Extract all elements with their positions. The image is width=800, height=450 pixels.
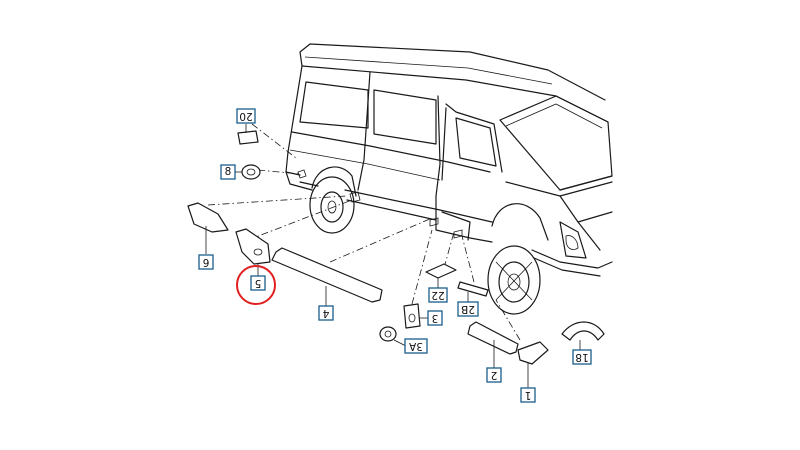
callout-8-label: 8 <box>225 166 232 178</box>
callouts: 20 8 6 5 4 22 2B 3 <box>198 108 592 403</box>
part-4 <box>271 247 383 303</box>
van-illustration <box>285 43 613 315</box>
callout-6-label: 6 <box>202 256 209 268</box>
callout-6[interactable]: 6 <box>198 254 214 270</box>
part-18 <box>561 321 605 341</box>
callout-20[interactable]: 20 <box>236 108 256 124</box>
callout-5-label: 5 <box>255 277 262 289</box>
part-20 <box>237 130 259 145</box>
callout-2[interactable]: 2 <box>486 367 502 383</box>
highlight-circle <box>236 265 276 305</box>
callout-1[interactable]: 1 <box>520 387 536 403</box>
callout-22-label: 22 <box>431 289 444 301</box>
callout-4[interactable]: 4 <box>318 305 334 321</box>
part-3 <box>403 303 421 329</box>
part-22 <box>425 263 457 279</box>
callout-3A-label: 3A <box>408 340 423 352</box>
callout-18[interactable]: 18 <box>572 349 592 365</box>
part-2 <box>467 321 519 355</box>
part-1 <box>517 341 549 365</box>
callout-3-label: 3 <box>432 312 439 324</box>
callout-5[interactable]: 5 <box>250 275 266 291</box>
callout-2B-label: 2B <box>461 303 475 315</box>
callout-8[interactable]: 8 <box>220 164 236 180</box>
parts <box>187 130 605 365</box>
part-8 <box>241 164 261 180</box>
callout-3A[interactable]: 3A <box>404 338 428 354</box>
callout-2-label: 2 <box>491 369 498 381</box>
callout-2B[interactable]: 2B <box>457 301 479 317</box>
callout-18-label: 18 <box>575 351 588 363</box>
callout-20-label: 20 <box>239 110 252 122</box>
callout-3[interactable]: 3 <box>427 310 443 326</box>
part-6 <box>187 202 229 233</box>
callout-22[interactable]: 22 <box>428 287 448 303</box>
part-3A <box>379 326 397 342</box>
part-5 <box>235 228 271 265</box>
callout-4-label: 4 <box>322 307 329 319</box>
part-2B <box>457 281 489 297</box>
callout-1-label: 1 <box>525 389 532 401</box>
placement-lines <box>207 123 521 341</box>
